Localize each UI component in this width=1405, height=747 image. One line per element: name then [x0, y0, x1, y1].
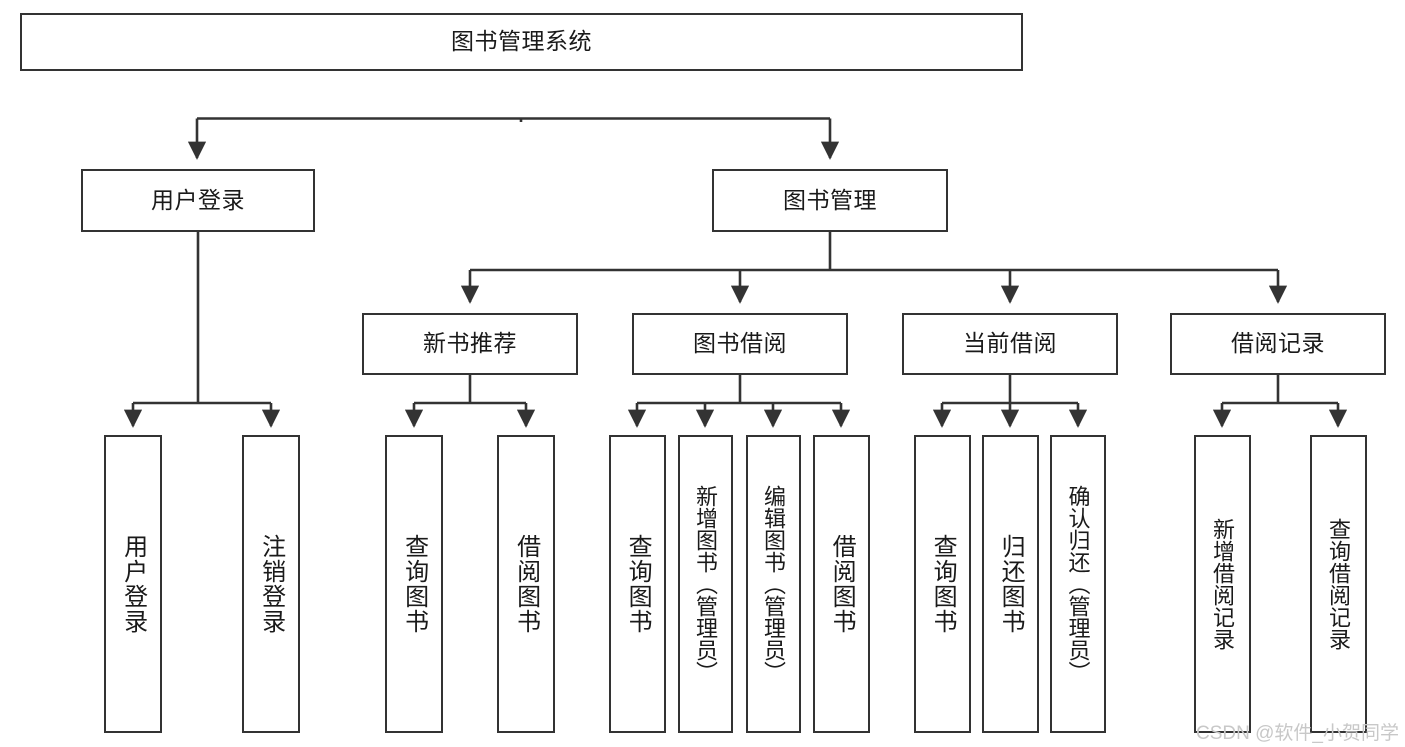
leaf-logout-login[interactable]: 注销登录: [242, 435, 300, 733]
node-label: 当前借阅: [963, 330, 1057, 357]
watermark: CSDN @软件_小贺同学: [1196, 723, 1399, 744]
node-root-system[interactable]: 图书管理系统: [20, 13, 1023, 71]
node-book-borrow[interactable]: 图书借阅: [632, 313, 848, 375]
node-label: 新增图书（管理员）: [693, 485, 719, 683]
leaf-query-book-2[interactable]: 查询图书: [609, 435, 666, 733]
node-label: 确认归还（管理员）: [1065, 485, 1091, 683]
leaf-query-book-3[interactable]: 查询图书: [914, 435, 971, 733]
node-label: 新增借阅记录: [1210, 518, 1236, 650]
node-label: 编辑图书（管理员）: [761, 485, 787, 683]
node-book-manage[interactable]: 图书管理: [712, 169, 948, 232]
leaf-user-login[interactable]: 用户登录: [104, 435, 162, 733]
leaf-add-record[interactable]: 新增借阅记录: [1194, 435, 1251, 733]
leaf-borrow-book-1[interactable]: 借阅图书: [497, 435, 555, 733]
leaf-edit-book[interactable]: 编辑图书（管理员）: [746, 435, 801, 733]
node-new-book-recommend[interactable]: 新书推荐: [362, 313, 578, 375]
node-label: 注销登录: [257, 534, 285, 634]
node-label: 新书推荐: [423, 330, 517, 357]
node-label: 归还图书: [997, 534, 1025, 634]
node-borrow-record[interactable]: 借阅记录: [1170, 313, 1386, 375]
leaf-query-book-1[interactable]: 查询图书: [385, 435, 443, 733]
node-label: 借阅记录: [1231, 330, 1325, 357]
node-current-borrow[interactable]: 当前借阅: [902, 313, 1118, 375]
node-label: 用户登录: [119, 534, 147, 634]
node-label: 图书借阅: [693, 330, 787, 357]
node-label: 图书管理: [783, 186, 877, 213]
node-label: 查询图书: [400, 534, 428, 634]
leaf-borrow-book-2[interactable]: 借阅图书: [813, 435, 870, 733]
node-label: 图书管理系统: [451, 28, 592, 55]
node-label: 借阅图书: [512, 534, 540, 634]
node-label: 查询借阅记录: [1326, 518, 1352, 650]
leaf-query-record[interactable]: 查询借阅记录: [1310, 435, 1367, 733]
node-user-login[interactable]: 用户登录: [81, 169, 315, 232]
node-label: 用户登录: [151, 186, 245, 213]
node-label: 查询图书: [929, 534, 957, 634]
leaf-confirm-return[interactable]: 确认归还（管理员）: [1050, 435, 1106, 733]
leaf-return-book[interactable]: 归还图书: [982, 435, 1039, 733]
leaf-add-book[interactable]: 新增图书（管理员）: [678, 435, 733, 733]
node-label: 查询图书: [624, 534, 652, 634]
node-label: 借阅图书: [828, 534, 856, 634]
